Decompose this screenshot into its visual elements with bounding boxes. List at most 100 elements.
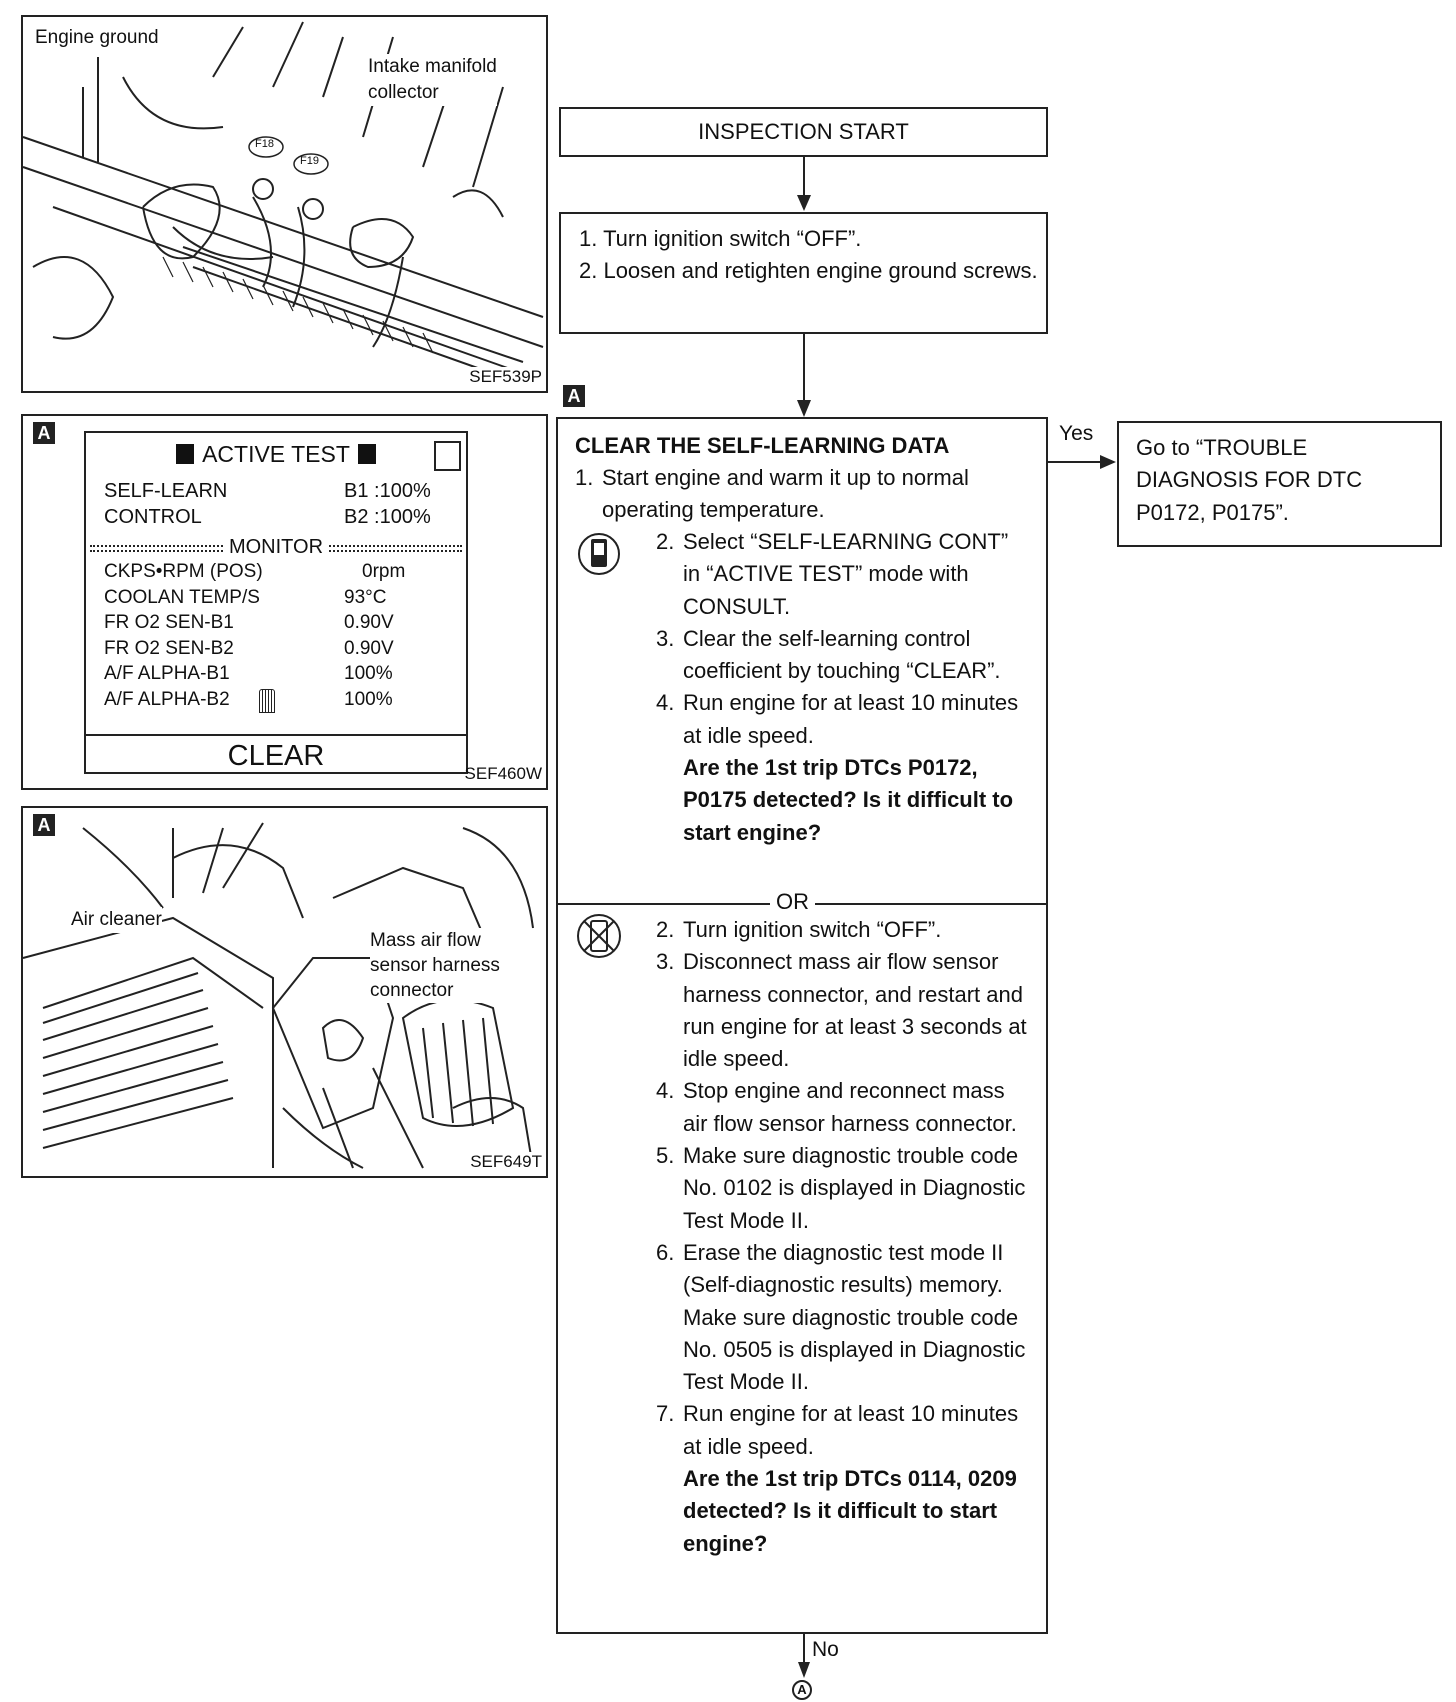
- step-item: 2. Select “SELF-LEARNING CONT” in “ACTIV…: [656, 526, 1026, 623]
- monitor-row: CKPS•RPM (POS) 0rpm: [104, 559, 454, 585]
- row-label: FR O2 SEN-B2: [104, 637, 234, 659]
- test-row: SELF-LEARN B1 :100%: [104, 478, 454, 504]
- step-text: Erase the diagnostic test mode II (Self-…: [683, 1239, 1026, 1395]
- no-consult-steps: 2. Turn ignition switch “OFF”. 3. Discon…: [656, 914, 1031, 1560]
- step-number: 4.: [656, 690, 675, 716]
- step-number: 5.: [656, 1143, 675, 1169]
- step-text: Run engine for at least 10 minutes at id…: [683, 1401, 1019, 1459]
- test-row: CONTROL B2 :100%: [104, 504, 454, 530]
- row-label: CONTROL: [104, 506, 202, 528]
- row-label: FR O2 SEN-B1: [104, 612, 234, 633]
- continuation-connector: A: [792, 1680, 812, 1700]
- clear-button-label: CLEAR: [227, 740, 325, 772]
- engine-ground-label: Engine ground: [35, 25, 159, 51]
- figure-code: SEF649T: [470, 1152, 542, 1172]
- no-label: No: [812, 1638, 839, 1661]
- step-item: 3. Disconnect mass air flow sensor harne…: [656, 946, 1031, 1075]
- step-item: 2. Loosen and retighten engine ground sc…: [579, 255, 1056, 287]
- row-label: A/F ALPHA-B1: [104, 663, 230, 684]
- engine-ground-drawing: [22, 21, 544, 378]
- consult-tag: A: [33, 422, 55, 444]
- inspection-start-label: INSPECTION START: [698, 119, 909, 144]
- monitor-divider: MONITOR: [90, 536, 462, 562]
- step-text: 1. Turn ignition switch “OFF”.: [579, 226, 862, 251]
- step-text: Disconnect mass air flow sensor harness …: [683, 949, 1027, 1072]
- row-value: 100%: [344, 663, 393, 684]
- step-item: 4. Stop engine and reconnect mass air fl…: [656, 1075, 1031, 1140]
- connector-letter: A: [797, 1682, 807, 1697]
- monitor-row: COOLAN TEMP/S 93°C: [104, 585, 454, 611]
- monitor-rows: CKPS•RPM (POS) 0rpm COOLAN TEMP/S 93°C F…: [104, 559, 454, 713]
- row-label: A/F ALPHA-B2: [104, 688, 230, 710]
- flow-arrow: [797, 334, 811, 417]
- step-text: 2. Loosen and retighten engine ground sc…: [579, 258, 1038, 283]
- connector-f19-label: F19: [300, 155, 319, 167]
- step-item: 1. Turn ignition switch “OFF”.: [579, 223, 1039, 255]
- row-value: B1 :100%: [344, 480, 431, 502]
- pointing-hand-icon: [259, 688, 275, 713]
- active-test-figure: A ACTIVE TEST SELF-LEARN B1 :100% CONTRO…: [21, 414, 548, 790]
- step-text: Make sure diagnostic trouble code No. 01…: [683, 1143, 1026, 1233]
- air-cleaner-figure: A Air cleaner Mass air flow sensor harne…: [21, 806, 548, 1178]
- clear-self-learning-box: CLEAR THE SELF-LEARNING DATA 1. Start en…: [556, 417, 1048, 1634]
- maf-connector-label: Mass air flow sensor harness connector: [370, 928, 500, 1003]
- empty-checkbox-icon[interactable]: [434, 441, 461, 471]
- consult-screen: ACTIVE TEST SELF-LEARN B1 :100% CONTROL …: [84, 431, 468, 774]
- consult-tag: A: [563, 385, 585, 407]
- row-value: 100%: [344, 688, 393, 710]
- screen-header: ACTIVE TEST: [86, 441, 466, 468]
- monitor-label: MONITOR: [222, 536, 330, 558]
- trouble-diagnosis-box: Go to “TROUBLE DIAGNOSIS FOR DTC P0172, …: [1117, 421, 1442, 547]
- main-box-title: CLEAR THE SELF-LEARNING DATA: [575, 433, 950, 458]
- ignition-step-box: 1. Turn ignition switch “OFF”. 2. Loosen…: [559, 212, 1048, 334]
- step-text: Turn ignition switch “OFF”.: [683, 917, 942, 942]
- row-value: 0rpm: [362, 561, 406, 582]
- step-number: 3.: [656, 625, 675, 651]
- consult-tool-icon: [578, 533, 620, 575]
- no-consult-question: Are the 1st trip DTCs 0114, 0209 detecte…: [683, 1466, 1017, 1556]
- row-label: CKPS•RPM (POS): [104, 561, 263, 582]
- monitor-row: FR O2 SEN-B1 0.90V: [104, 610, 454, 636]
- row-value: 0.90V: [344, 612, 394, 633]
- test-rows: SELF-LEARN B1 :100% CONTROL B2 :100%: [104, 478, 454, 530]
- row-value: 93°C: [344, 586, 387, 608]
- yes-label: Yes: [1059, 422, 1094, 445]
- step-text: Select “SELF-LEARNING CONT” in “ACTIVE T…: [683, 529, 1009, 619]
- engine-ground-figure: Engine ground Intake manifold collector …: [21, 15, 548, 393]
- step-text: Stop engine and reconnect mass air flow …: [683, 1078, 1017, 1136]
- inspection-start-box: INSPECTION START: [559, 107, 1048, 157]
- step-item: 3. Clear the self-learning control coeff…: [656, 623, 1026, 688]
- figure-code: SEF460W: [464, 764, 542, 783]
- air-cleaner-drawing: [22, 822, 534, 1169]
- step-text: Start engine and warm it up to normal op…: [602, 465, 969, 523]
- monitor-row: A/F ALPHA-B2 100%: [104, 687, 454, 713]
- step-number: 2.: [656, 917, 675, 942]
- step-number: 3.: [656, 949, 675, 975]
- step-number: 4.: [656, 1078, 675, 1104]
- consult-tag: A: [33, 814, 55, 836]
- trouble-diagnosis-text: Go to “TROUBLE DIAGNOSIS FOR DTC P0172, …: [1136, 435, 1363, 525]
- step-item: 4. Run engine for at least 10 minutes at…: [656, 687, 1026, 752]
- no-arrow: [798, 1634, 810, 1678]
- figure-code: SEF539P: [469, 367, 542, 387]
- air-cleaner-label: Air cleaner: [71, 907, 162, 933]
- row-label: SELF-LEARN: [104, 480, 228, 502]
- or-divider: OR: [558, 889, 1046, 919]
- connector-f18-label: F18: [255, 138, 274, 150]
- no-consult-icon: [577, 914, 621, 958]
- step-item: 5. Make sure diagnostic trouble code No.…: [656, 1140, 1031, 1237]
- row-value: 0.90V: [344, 637, 394, 659]
- step-number: 7.: [656, 1401, 675, 1427]
- active-test-title: ACTIVE TEST: [202, 441, 350, 467]
- yes-arrow: [1048, 455, 1116, 469]
- clear-button[interactable]: CLEAR: [84, 734, 468, 776]
- step-number: 1.: [575, 465, 594, 490]
- square-icon: [357, 444, 376, 464]
- consult-steps: 2. Select “SELF-LEARNING CONT” in “ACTIV…: [656, 526, 1026, 849]
- intake-manifold-label: Intake manifold collector: [368, 54, 497, 106]
- square-icon: [176, 444, 195, 464]
- row-value: B2 :100%: [344, 506, 431, 528]
- step-number: 6.: [656, 1239, 675, 1265]
- monitor-row: FR O2 SEN-B2 0.90V: [104, 636, 454, 662]
- step-item: 1. Start engine and warm it up to normal…: [575, 462, 1015, 527]
